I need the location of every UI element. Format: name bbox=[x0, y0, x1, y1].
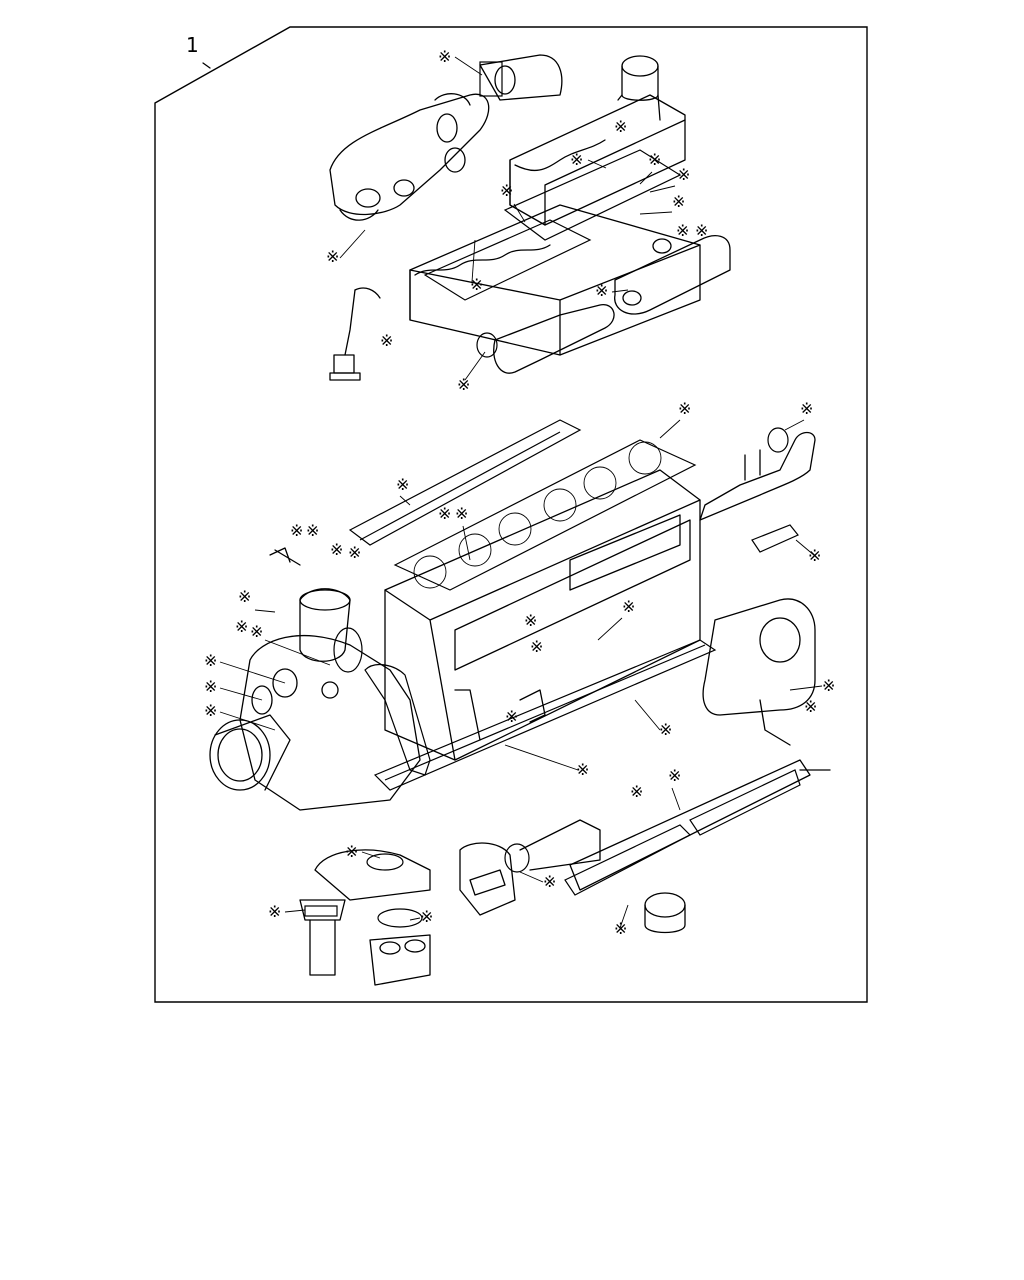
oil-pump bbox=[459, 819, 601, 916]
marker: ※ bbox=[822, 676, 835, 695]
head-gasket bbox=[393, 439, 697, 591]
marker: ※ bbox=[204, 677, 217, 696]
timing-gear-case bbox=[239, 634, 421, 811]
marker: ※ bbox=[235, 617, 248, 636]
pipe-assemblies bbox=[269, 547, 546, 741]
marker: ※ bbox=[530, 637, 543, 656]
marker: ※ bbox=[543, 872, 556, 891]
marker: ※ bbox=[672, 192, 685, 211]
marker: ※ bbox=[306, 521, 319, 540]
marker: ※ bbox=[500, 181, 513, 200]
marker: ※ bbox=[677, 165, 690, 184]
head-cover-gasket bbox=[423, 149, 682, 301]
water-pump bbox=[299, 588, 363, 673]
marker: ※ bbox=[326, 247, 339, 266]
thermostat-housing bbox=[314, 849, 431, 986]
marker: ※ bbox=[268, 902, 281, 921]
exhaust-manifold-lower bbox=[699, 427, 816, 553]
marker: ※ bbox=[420, 907, 433, 926]
marker: ※ bbox=[648, 150, 661, 169]
coolant-outlet bbox=[299, 899, 346, 976]
marker: ※ bbox=[455, 504, 468, 523]
oil-filter bbox=[644, 892, 686, 934]
exhaust-pipe-upper bbox=[476, 304, 615, 374]
marker: ※ bbox=[345, 842, 358, 861]
marker: ※ bbox=[614, 117, 627, 136]
marker: ※ bbox=[570, 150, 583, 169]
marker: ※ bbox=[380, 331, 393, 350]
marker-group: ※ ※ ※ ※ ※ ※ ※ ※ ※ ※ ※ ※ ※ ※ ※ ※ ※ ※ ※ ※ … bbox=[204, 47, 835, 938]
marker: ※ bbox=[678, 399, 691, 418]
exhaust-elbow-top bbox=[479, 54, 563, 101]
elbow-gasket bbox=[479, 61, 503, 97]
marker: ※ bbox=[250, 622, 263, 641]
marker: ※ bbox=[505, 707, 518, 726]
marker: ※ bbox=[204, 701, 217, 720]
oil-filler-cap bbox=[617, 55, 661, 121]
marker: ※ bbox=[595, 281, 608, 300]
marker: ※ bbox=[695, 221, 708, 240]
marker: ※ bbox=[800, 399, 813, 418]
marker: ※ bbox=[396, 475, 409, 494]
marker: ※ bbox=[622, 597, 635, 616]
marker: ※ bbox=[668, 766, 681, 785]
intake-manifold-upper bbox=[614, 235, 731, 315]
callout-number: 1 bbox=[186, 33, 199, 57]
marker: ※ bbox=[630, 782, 643, 801]
diagram-frame bbox=[154, 26, 868, 1003]
marker: ※ bbox=[438, 47, 451, 66]
marker: ※ bbox=[238, 587, 251, 606]
cylinder-head-upper bbox=[409, 204, 701, 356]
oil-cooler bbox=[564, 759, 831, 896]
marker-leaders bbox=[219, 56, 823, 929]
callout-leader bbox=[202, 62, 211, 69]
marker: ※ bbox=[457, 375, 470, 394]
front-cover-gasket bbox=[364, 663, 431, 776]
front-pulley bbox=[209, 714, 291, 791]
marker: ※ bbox=[438, 504, 451, 523]
marker: ※ bbox=[614, 919, 627, 938]
marker: ※ bbox=[204, 651, 217, 670]
marker: ※ bbox=[576, 760, 589, 779]
marker: ※ bbox=[290, 521, 303, 540]
side-cover-gasket bbox=[348, 419, 582, 546]
sensor-harness bbox=[329, 287, 381, 381]
cylinder-block bbox=[384, 469, 701, 761]
marker: ※ bbox=[470, 275, 483, 294]
marker: ※ bbox=[676, 221, 689, 240]
marker: ※ bbox=[659, 720, 672, 739]
marker: ※ bbox=[348, 543, 361, 562]
marker: ※ bbox=[524, 611, 537, 630]
exhaust-manifold-upper bbox=[329, 93, 490, 221]
marker: ※ bbox=[804, 697, 817, 716]
turbocharger bbox=[702, 598, 816, 746]
marker: ※ bbox=[330, 540, 343, 559]
